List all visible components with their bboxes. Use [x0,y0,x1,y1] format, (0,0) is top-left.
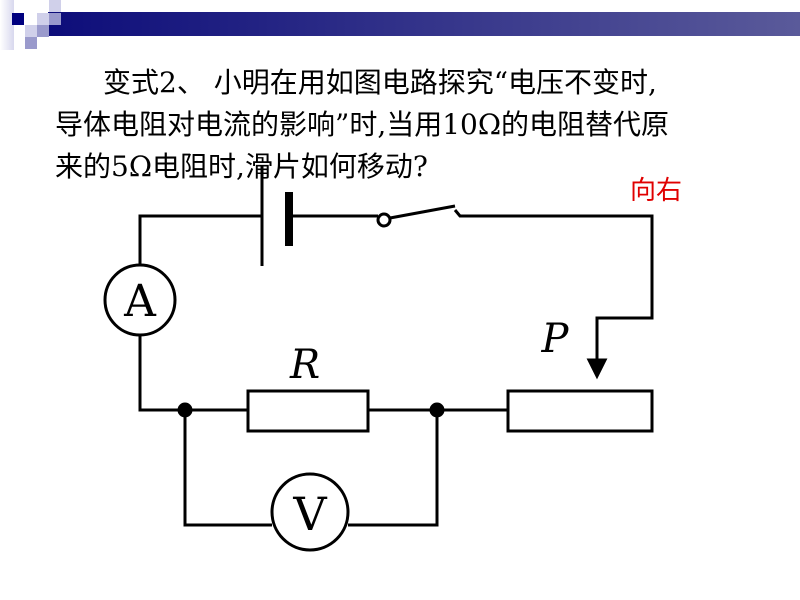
question-line: 导体电阻对电流的影响”时,当用10Ω的电阻替代原 [55,108,670,141]
wires [138,209,654,527]
junction-dot [177,402,193,418]
decor-square [37,13,49,25]
ammeter-icon: A [103,263,177,337]
rheostat-icon: P [506,316,654,433]
junction-dot [429,402,445,418]
question-text: 变式2、 小明在用如图电路探究“电压不变时, 导体电阻对电流的影响”时,当用10… [55,62,775,188]
question-line: 变式2、 小明在用如图电路探究“电压不变时, [103,66,657,99]
decor-square [25,25,37,37]
voltmeter-icon: V [270,472,350,552]
battery-icon [260,165,293,266]
decor-square [49,13,61,25]
resistor-icon: R [246,342,370,433]
decor-square [49,0,61,12]
slider-label: P [541,316,570,362]
ammeter-label: A [123,276,157,327]
resistor-label: R [289,342,320,388]
header-bar [48,12,800,36]
voltmeter-label: V [292,487,327,541]
answer-text: 向右 [630,176,683,206]
question-line: 来的5Ω电阻时,滑片如何移动? [55,150,428,183]
decor-square [25,37,37,49]
decor-square [37,25,49,37]
switch-icon [376,204,456,228]
decor-square [0,0,14,50]
decor-square [12,13,24,25]
